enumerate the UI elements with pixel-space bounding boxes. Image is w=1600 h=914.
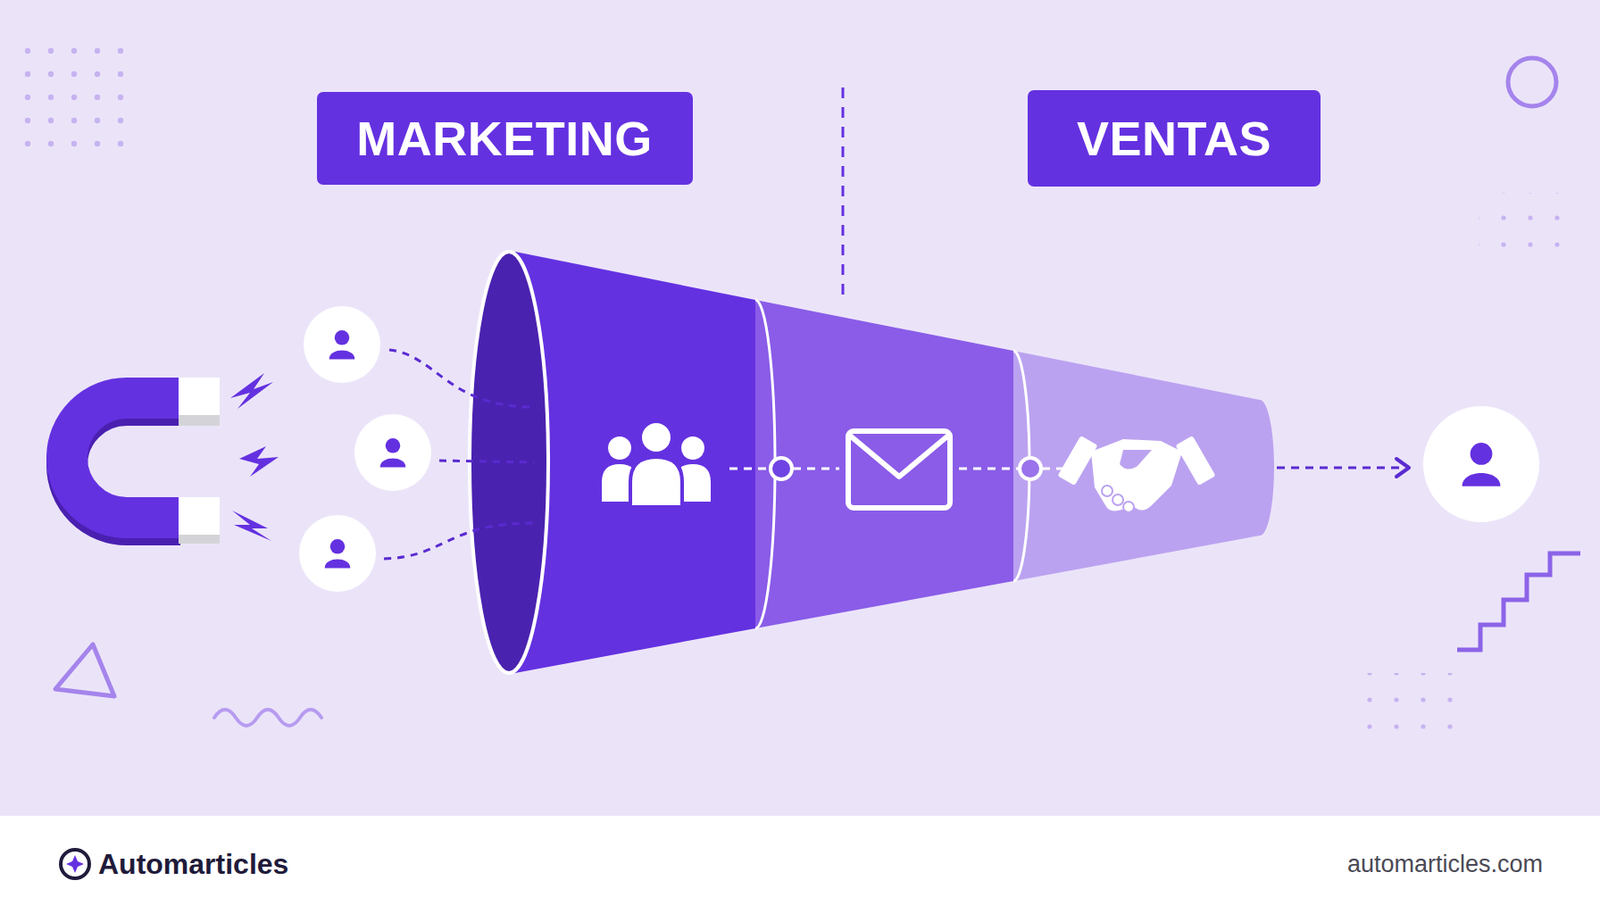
dot-grid [1366, 673, 1474, 736]
spark [230, 373, 274, 409]
triangle-decoration [55, 644, 115, 697]
person-circle [299, 515, 376, 592]
magnet [66, 398, 181, 518]
divider-line [841, 87, 845, 302]
spark [239, 446, 279, 477]
handshake-icon [1057, 435, 1216, 513]
dashed-path [389, 350, 534, 408]
footer-band [0, 816, 1600, 914]
customer-circle [1423, 406, 1540, 523]
person-circle [303, 306, 381, 384]
dot-grid [1478, 192, 1568, 250]
magnet-tip [178, 377, 220, 419]
stairs-decoration [1457, 553, 1581, 650]
flow-node [770, 458, 792, 480]
group-icon [601, 421, 711, 508]
ring-decoration [1508, 58, 1557, 107]
logo-ring [60, 850, 90, 879]
squiggle-decoration [214, 709, 322, 726]
flow-line [1041, 467, 1063, 471]
envelope-icon [848, 431, 950, 509]
section-title: VENTAS [1076, 110, 1272, 167]
funnel-stage-2 [755, 300, 1014, 629]
funnel-stage-1 [515, 251, 756, 674]
flow-line [729, 467, 770, 471]
logo-spark [66, 855, 84, 874]
section-box: MARKETING [316, 91, 693, 185]
funnel-stage-3 [1013, 350, 1260, 582]
dashed-path [439, 460, 534, 463]
dot-grid [19, 35, 136, 152]
funnel-end [1245, 400, 1275, 536]
flow-node [1019, 458, 1042, 480]
output-arrow [1276, 466, 1404, 470]
person-circle [354, 414, 432, 492]
website-url: automarticles.com [1347, 850, 1543, 879]
section-box: VENTAS [1027, 90, 1321, 187]
brand-name: Automarticles [98, 848, 289, 882]
arrow-head [1396, 458, 1409, 477]
magnet-tip-shade [178, 534, 220, 544]
magnet-tip-shade [178, 415, 220, 426]
flow-line [792, 467, 840, 471]
flow-line [958, 467, 1019, 471]
magnet-tip [178, 497, 220, 539]
section-title: MARKETING [356, 110, 652, 167]
spark [232, 510, 272, 542]
dashed-path [383, 523, 534, 559]
